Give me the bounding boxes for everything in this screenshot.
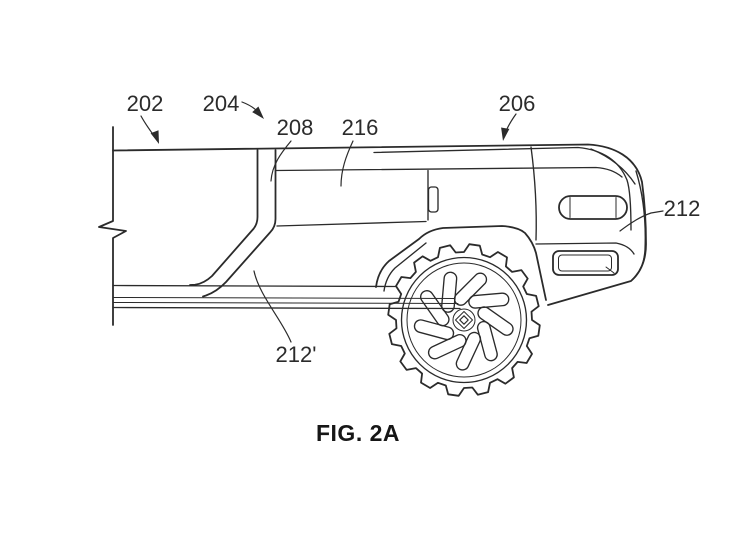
wheel-assembly bbox=[387, 243, 541, 397]
rear-corner-chamfer bbox=[590, 148, 636, 185]
callout-label-212: 212 bbox=[664, 196, 701, 221]
callout-arrow-206 bbox=[501, 127, 510, 141]
callout-leader-212 bbox=[619, 210, 664, 232]
callout-label-202: 202 bbox=[127, 91, 164, 116]
bumper-top-line bbox=[535, 242, 635, 255]
bumper-step-outer bbox=[552, 250, 619, 276]
beltline bbox=[276, 220, 427, 227]
vehicle-body bbox=[98, 126, 647, 326]
callout-label-208: 208 bbox=[277, 115, 314, 140]
callout-label-206: 206 bbox=[499, 91, 536, 116]
pillar-outer-line bbox=[189, 149, 259, 286]
bed-top-line bbox=[275, 166, 623, 178]
spoke-slot bbox=[419, 290, 450, 327]
pillar-inner-line bbox=[202, 149, 277, 298]
fender-flare-inner bbox=[383, 242, 427, 292]
callout-label-216: 216 bbox=[342, 115, 379, 140]
fender-flare bbox=[375, 225, 547, 301]
break-line bbox=[98, 126, 127, 326]
callout-label-204: 204 bbox=[203, 91, 240, 116]
hub-logo bbox=[459, 315, 469, 325]
callout-arrow-202 bbox=[150, 130, 159, 144]
hub-cap bbox=[455, 311, 473, 329]
callout-arrow-204 bbox=[252, 106, 264, 119]
spoke-slot bbox=[455, 331, 482, 371]
rear-edge-line bbox=[631, 170, 646, 281]
lower-body-line bbox=[112, 284, 397, 288]
upper-body-outline bbox=[112, 143, 647, 306]
spoke-slot bbox=[476, 320, 498, 362]
rocker-line-1 bbox=[112, 297, 456, 299]
spoke-slot bbox=[441, 271, 458, 313]
hub-ring bbox=[452, 308, 476, 332]
callout-label-212prime: 212' bbox=[276, 342, 317, 367]
tire-tread bbox=[387, 243, 541, 397]
callout-leader-208 bbox=[270, 140, 292, 182]
spoke-slot bbox=[413, 319, 455, 341]
rocker-line-2 bbox=[112, 302, 459, 304]
tire-sidewall bbox=[400, 256, 528, 384]
spoke-slot bbox=[477, 306, 514, 336]
figure-caption: FIG. 2A bbox=[315, 420, 400, 446]
spoke-slot bbox=[427, 333, 467, 360]
rim-outer-ring bbox=[406, 262, 522, 378]
bumper-step-corner-tick bbox=[605, 266, 615, 274]
spoke-slot bbox=[468, 292, 510, 309]
callout-leader-212prime bbox=[253, 270, 292, 343]
quarter-panel-seam bbox=[530, 146, 537, 241]
bumper-step-inner bbox=[558, 254, 612, 272]
tail-lamp bbox=[558, 195, 628, 220]
spoke-slot bbox=[453, 272, 488, 306]
reference-callouts: 202 204 208 216 206 212 212' bbox=[127, 91, 701, 367]
door-latch bbox=[427, 186, 439, 213]
callout-leader-216 bbox=[340, 140, 354, 187]
bed-rail-inner-line bbox=[373, 146, 632, 231]
